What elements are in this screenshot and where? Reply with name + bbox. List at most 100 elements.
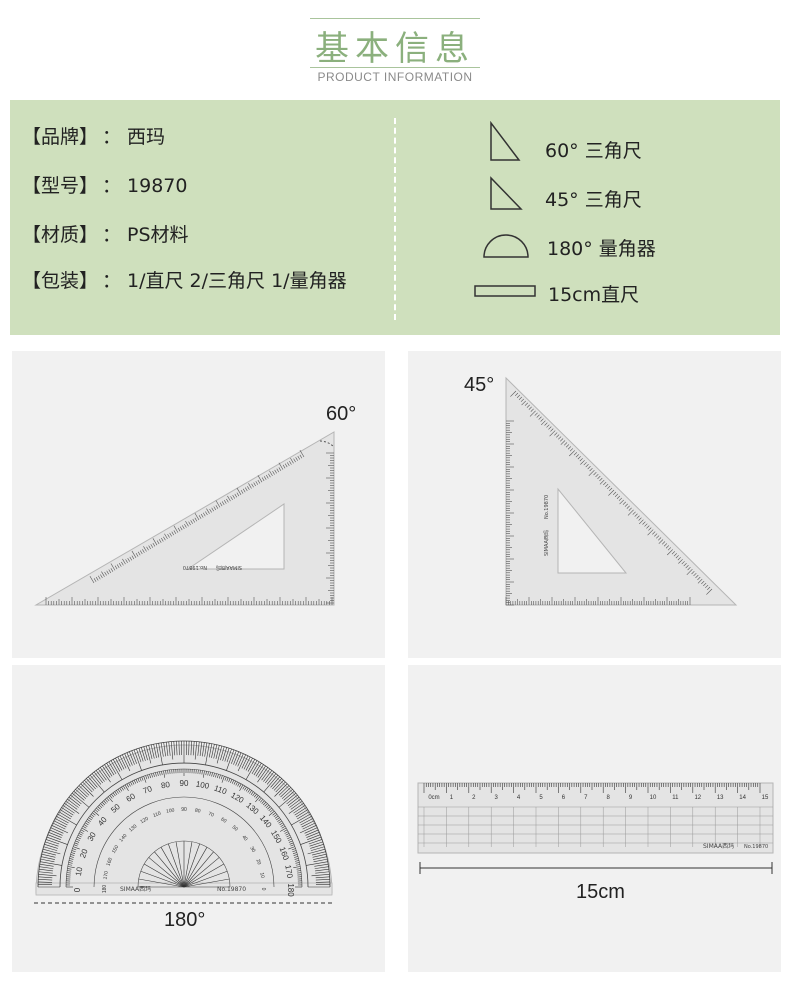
tick	[89, 575, 95, 584]
triangle-60-model: No.19870	[183, 564, 207, 570]
tick	[100, 803, 104, 807]
tick	[568, 450, 576, 457]
tick	[175, 841, 185, 888]
tick	[540, 420, 546, 426]
protractor-inner-number: 30	[248, 846, 256, 854]
panel-divider	[394, 118, 396, 320]
tick	[264, 803, 268, 807]
tick	[296, 811, 310, 820]
tick	[121, 786, 124, 791]
tick	[86, 778, 96, 790]
tick	[231, 779, 235, 784]
tick	[192, 741, 195, 756]
tick	[148, 745, 153, 759]
tick	[224, 500, 227, 504]
triangle-60-arc	[319, 440, 335, 448]
tick	[40, 861, 62, 866]
protractor-scale-number: 100	[195, 780, 210, 791]
tick	[265, 804, 270, 809]
tick	[43, 846, 58, 851]
tick	[171, 531, 175, 536]
tick	[267, 806, 271, 810]
tick	[284, 831, 289, 834]
tick	[706, 588, 713, 595]
triangle-60-ticks	[45, 449, 334, 605]
tick	[607, 485, 611, 490]
tick	[128, 782, 131, 787]
tick	[274, 469, 277, 474]
tick	[273, 780, 284, 791]
tick	[155, 772, 157, 777]
tick	[135, 779, 138, 783]
tick	[190, 741, 192, 756]
tick	[278, 785, 290, 796]
tick	[199, 742, 203, 757]
tick	[306, 832, 320, 838]
ruler-scale-number: 9	[629, 795, 633, 801]
ruler-length-label: 15cm	[576, 881, 625, 903]
tick	[140, 550, 143, 555]
tick	[286, 794, 298, 805]
tick	[245, 487, 248, 492]
protractor-inner-number: 60	[220, 817, 228, 825]
tick	[124, 784, 129, 792]
tick	[38, 879, 53, 881]
tick	[667, 547, 672, 551]
tick	[183, 851, 214, 888]
tick	[237, 753, 244, 767]
tick	[296, 870, 301, 872]
tick	[665, 545, 670, 549]
ruler-scale-number: 15	[762, 795, 769, 801]
tick	[161, 771, 163, 776]
tick	[597, 475, 601, 480]
tick	[263, 476, 267, 480]
tick	[703, 582, 707, 587]
ruler-body	[417, 782, 774, 854]
protractor-inner-number: 80	[194, 808, 201, 815]
tick	[168, 741, 171, 756]
tick	[290, 844, 295, 847]
tick	[579, 458, 583, 462]
tick	[176, 741, 178, 756]
tick	[222, 747, 227, 761]
header-line-bottom	[310, 67, 480, 68]
protractor-ticks	[37, 740, 331, 888]
tick	[277, 819, 281, 822]
tick	[89, 815, 94, 819]
tick	[293, 866, 301, 869]
ruler-scale-number: 3	[495, 795, 499, 801]
tick	[216, 745, 223, 764]
protractor-inner-number: 130	[128, 823, 138, 833]
triangle-45-brand: SIMAA西玛	[543, 530, 550, 556]
tick	[290, 800, 303, 810]
tick	[38, 876, 53, 879]
tick	[126, 783, 129, 788]
tick	[558, 436, 562, 440]
ruler-model: No.19870	[744, 844, 768, 850]
tick	[627, 509, 634, 516]
tick	[67, 868, 72, 870]
triangle-60-window	[186, 503, 285, 570]
tick	[257, 765, 266, 778]
tick	[192, 518, 196, 523]
tick	[268, 473, 271, 478]
tick	[632, 511, 636, 515]
item-label-protractor: 180° 量角器	[547, 238, 656, 260]
tick	[179, 526, 183, 531]
tick	[84, 780, 95, 791]
tick	[52, 822, 66, 830]
tick	[673, 553, 677, 557]
tick	[687, 567, 691, 571]
tick	[609, 487, 613, 492]
tick	[71, 850, 76, 853]
protractor-inner-number: 150	[111, 844, 120, 854]
tick	[50, 827, 64, 834]
tick	[308, 839, 323, 845]
tick	[249, 790, 252, 794]
tick	[95, 576, 99, 581]
spec-brand: 【品牌】：西玛	[22, 122, 165, 149]
tick	[161, 537, 164, 542]
tick	[45, 841, 59, 847]
tick	[124, 753, 131, 767]
tick	[289, 798, 301, 808]
